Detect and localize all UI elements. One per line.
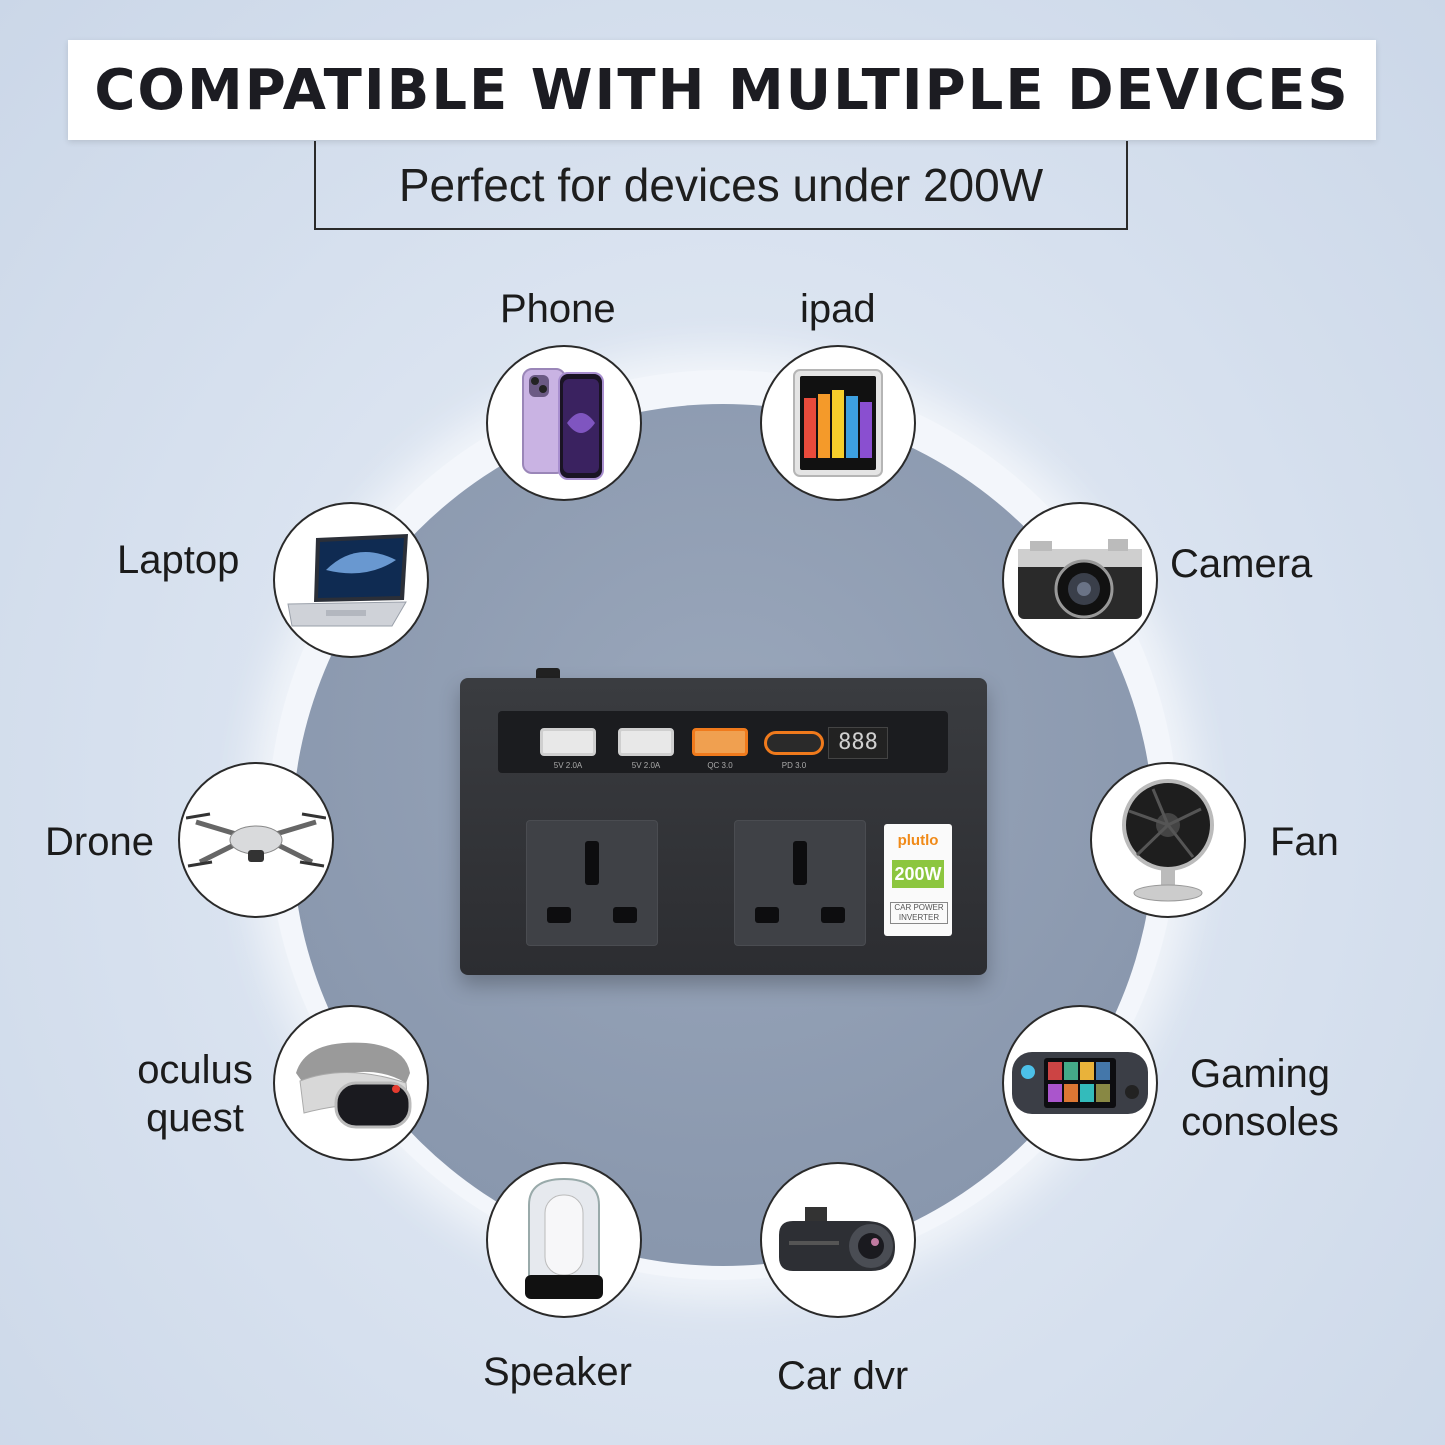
qc-port (692, 728, 748, 756)
laptop-icon (287, 534, 408, 627)
device-laptop (273, 502, 429, 658)
vr-headset-icon (296, 1042, 412, 1129)
car-power-inverter: 5V 2.0A 5V 2.0A QC 3.0 PD 3.0 888 plutlo… (460, 678, 987, 975)
page-title: COMPATIBLE WITH MULTIPLE DEVICES (94, 57, 1350, 123)
usb-c-port-label: PD 3.0 (781, 761, 807, 770)
usb-port-2 (618, 728, 674, 756)
device-gaming (1002, 1005, 1158, 1161)
device-label-oculus-2: quest (146, 1096, 244, 1140)
qc-port-label: QC 3.0 (707, 761, 733, 770)
brand-name: plutlo (897, 832, 939, 849)
usb-port-1-label: 5V 2.0A (553, 761, 583, 770)
device-camera (1002, 502, 1158, 658)
device-oculus (273, 1005, 429, 1161)
handheld-console-icon (1012, 1052, 1148, 1114)
port-panel: 5V 2.0A 5V 2.0A QC 3.0 PD 3.0 888 (498, 711, 948, 773)
fan-icon (1122, 779, 1214, 902)
device-label-oculus-1: oculus (137, 1048, 253, 1092)
usb-c-port (764, 731, 824, 755)
wattage-badge: 200W (892, 860, 944, 888)
device-car-dvr (760, 1162, 916, 1318)
device-label-phone: Phone (500, 287, 616, 331)
dashcam-icon (779, 1207, 895, 1271)
device-fan (1090, 762, 1246, 918)
power-switch (536, 668, 560, 680)
product-type-line-2: INVERTER (898, 913, 940, 922)
ac-socket-1 (526, 820, 658, 946)
device-label-gaming-1: Gaming (1189, 1052, 1331, 1096)
subtitle-banner: Perfect for devices under 200W (314, 141, 1128, 230)
device-label-laptop: Laptop (117, 538, 240, 582)
drone-icon (186, 812, 326, 868)
device-label-ipad: ipad (800, 287, 876, 331)
device-label-speaker: Speaker (483, 1350, 632, 1394)
usb-port-1 (540, 728, 596, 756)
device-phone (486, 345, 642, 501)
device-ipad (760, 345, 916, 501)
title-banner: COMPATIBLE WITH MULTIPLE DEVICES (68, 40, 1376, 140)
device-label-drone: Drone (45, 820, 154, 864)
device-speaker (486, 1162, 642, 1318)
camera-icon (1018, 539, 1142, 619)
device-drone (178, 762, 334, 918)
tablet-icon (793, 369, 883, 477)
ac-socket-2 (734, 820, 866, 946)
device-label-gaming-2: consoles (1181, 1100, 1339, 1144)
product-type-line-1: CAR POWER (894, 903, 944, 912)
brand-label: plutlo 200W CAR POWER INVERTER (884, 824, 952, 936)
phone-icon (522, 368, 604, 480)
page-subtitle: Perfect for devices under 200W (398, 158, 1044, 211)
usb-port-2-label: 5V 2.0A (631, 761, 661, 770)
voltage-display: 888 (828, 727, 888, 759)
device-label-fan: Fan (1270, 820, 1339, 864)
device-label-car-dvr: Car dvr (777, 1354, 909, 1398)
speaker-icon (525, 1177, 603, 1299)
product-type: CAR POWER INVERTER (890, 902, 948, 924)
device-label-camera: Camera (1170, 542, 1313, 586)
